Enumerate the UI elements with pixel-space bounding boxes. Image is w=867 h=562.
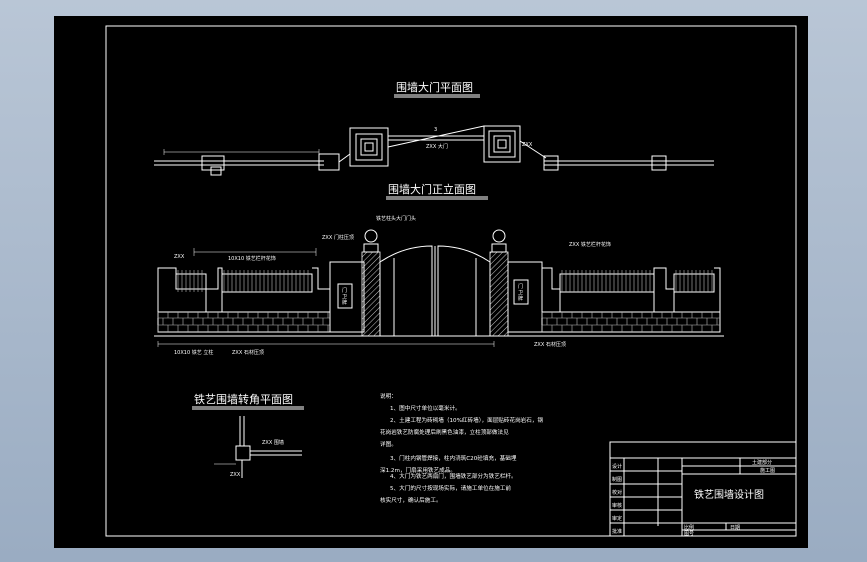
svg-text:详图。: 详图。	[380, 440, 397, 448]
svg-text:牌: 牌	[518, 295, 523, 302]
svg-text:4、大门为铁艺两扇门，围墙铁艺部分为铁艺栏杆。: 4、大门为铁艺两扇门，围墙铁艺部分为铁艺栏杆。	[390, 472, 517, 480]
tb-label-check: 校对	[612, 489, 622, 496]
tb-label-design: 设计	[612, 463, 622, 470]
svg-text:ZXX 围墙: ZXX 围墙	[262, 439, 284, 446]
plan-view: 围墙大门平面图 ZXX 大门 3 ZXX	[154, 80, 714, 176]
gate-sign-char-1: 门	[342, 287, 347, 294]
svg-text:ZXX: ZXX	[522, 142, 533, 148]
cad-viewport[interactable]: 围墙大门平面图 ZXX 大门 3 ZXX	[54, 16, 808, 548]
corner-title: 铁艺围墙转角平面图	[194, 392, 293, 406]
tb-label-ratify: 批准	[612, 528, 622, 535]
tb-number: 图号	[684, 531, 694, 537]
tb-scale: 比例	[684, 524, 694, 531]
svg-text:ZXX 石材压顶: ZXX 石材压顶	[534, 341, 566, 348]
svg-text:深1.2m，门扇采用铁艺成品。: 深1.2m，门扇采用铁艺成品。	[380, 466, 456, 474]
notes-heading: 说明：	[380, 392, 397, 400]
svg-text:2、土建工程为砖砌墙（10%红砖墙），面层贴砖花岗岩石，钢: 2、土建工程为砖砌墙（10%红砖墙），面层贴砖花岗岩石，钢	[390, 416, 543, 424]
svg-text:ZXX: ZXX	[174, 254, 185, 260]
gate-sign-char-3: 牌	[342, 299, 347, 306]
tb-date: 日期	[730, 525, 740, 531]
gate-sign-char-2: 卫	[342, 294, 347, 300]
svg-text:花岗岩铁艺防腐处理后刷黑色油漆，立柱顶部做法见: 花岗岩铁艺防腐处理后刷黑色油漆，立柱顶部做法见	[380, 428, 509, 436]
tb-label-approve: 审定	[612, 515, 622, 522]
svg-text:10X10 铁艺 立柱: 10X10 铁艺 立柱	[174, 349, 213, 356]
svg-text:1、图中尺寸单位以毫米计。: 1、图中尺寸单位以毫米计。	[390, 404, 461, 412]
svg-text:卫: 卫	[518, 290, 523, 296]
svg-text:ZXX 铁艺栏杆花饰: ZXX 铁艺栏杆花饰	[569, 241, 611, 248]
elevation-view: 围墙大门正立面图 铁艺柱头大门门头 ZXX 门柱压顶 ZXX 铁艺栏杆花饰 ZX…	[154, 182, 724, 356]
svg-text:核实尺寸，确认后施工。: 核实尺寸，确认后施工。	[380, 496, 442, 504]
svg-text:ZXX 石材压顶: ZXX 石材压顶	[232, 349, 264, 356]
plan-title: 围墙大门平面图	[396, 80, 473, 94]
corner-plan: 铁艺围墙转角平面图 ZXX 围墙 ZXX	[192, 392, 304, 478]
tb-drawing-title: 铁艺围墙设计图	[694, 488, 764, 501]
svg-text:5、大门的尺寸按现场实际，请施工单位在施工前: 5、大门的尺寸按现场实际，请施工单位在施工前	[390, 484, 511, 492]
drawing-border	[105, 25, 797, 537]
tb-company: 土建部分	[752, 459, 772, 466]
svg-text:3、门柱内钢管焊接，柱内浇筑C20砼填充，基础埋: 3、门柱内钢管焊接，柱内浇筑C20砼填充，基础埋	[390, 454, 517, 462]
tb-label-draw: 制图	[612, 476, 622, 483]
svg-text:铁艺柱头大门门头: 铁艺柱头大门门头	[376, 215, 416, 222]
svg-text:ZXX 大门: ZXX 大门	[426, 143, 448, 150]
elevation-title: 围墙大门正立面图	[388, 182, 476, 196]
notes: 说明： 1、图中尺寸单位以毫米计。 2、土建工程为砖砌墙（10%红砖墙），面层贴…	[380, 392, 543, 504]
cad-drawing: 围墙大门平面图 ZXX 大门 3 ZXX	[105, 25, 797, 537]
title-block: 设计 制图 校对 审核 审定 批准 土建部分 施工图 铁艺围墙设计图 比例 图号…	[609, 441, 797, 537]
svg-text:ZXX 门柱压顶: ZXX 门柱压顶	[322, 234, 354, 241]
svg-text:ZXX: ZXX	[230, 472, 241, 478]
tb-stage: 施工图	[760, 467, 775, 474]
svg-text:门: 门	[518, 283, 523, 290]
tb-label-review: 审核	[612, 502, 622, 509]
svg-text:10X10 铁艺栏杆花饰: 10X10 铁艺栏杆花饰	[228, 255, 276, 262]
svg-text:3: 3	[434, 127, 437, 133]
